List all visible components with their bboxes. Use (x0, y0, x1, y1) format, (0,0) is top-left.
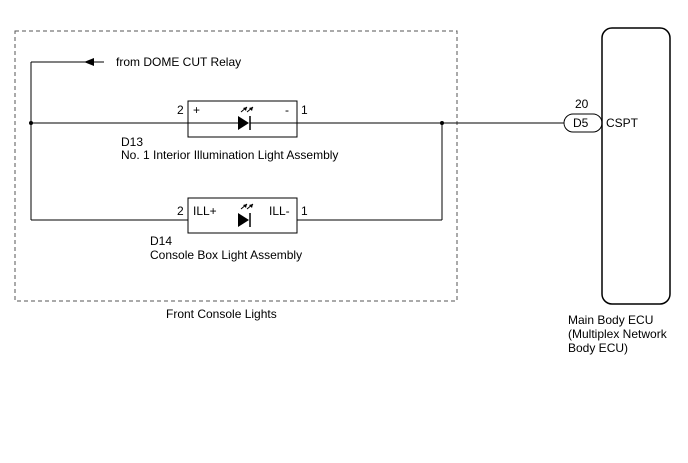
d13-code: D13 (121, 135, 143, 149)
d13-name: No. 1 Interior Illumination Light Assemb… (121, 148, 338, 162)
d14-code: D14 (150, 234, 172, 248)
feed-label: from DOME CUT Relay (116, 55, 241, 69)
d13-pin-left: 2 (177, 103, 184, 117)
led-icon (188, 106, 297, 130)
d13-terminal-plus: + (193, 103, 200, 117)
d14-pin-right: 1 (301, 204, 308, 218)
ecu-terminal-label: CSPT (606, 116, 639, 130)
group-boundary (14, 30, 458, 302)
d13-terminal-minus: - (285, 103, 289, 117)
d14-terminal-ill-minus: ILL- (269, 204, 290, 218)
d14-name: Console Box Light Assembly (150, 248, 302, 262)
d14-terminal-ill-plus: ILL+ (193, 204, 217, 218)
d13-pin-right: 1 (301, 103, 308, 117)
ecu-pin-number: 20 (575, 97, 589, 111)
d14-pin-left: 2 (177, 204, 184, 218)
ecu-name-line3: Body ECU) (568, 341, 628, 355)
feed-arrow-icon (84, 58, 94, 66)
ecu-body (601, 27, 671, 305)
d14-body (187, 197, 298, 234)
ecu-name-line2: (Multiplex Network (568, 327, 668, 341)
ecu-name-line1: Main Body ECU (568, 313, 653, 327)
group-label: Front Console Lights (166, 307, 277, 321)
led-icon (238, 203, 254, 227)
ecu-connector-code: D5 (573, 116, 589, 130)
